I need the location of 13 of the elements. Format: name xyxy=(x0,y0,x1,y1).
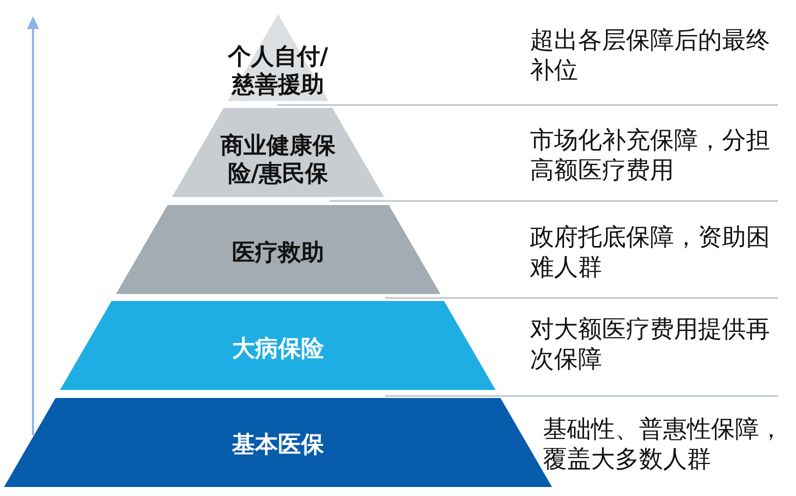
tier-description: 政府托底保障，资助困难人群 xyxy=(530,222,771,282)
pyramid-tier xyxy=(60,301,496,390)
tier-description: 市场化补充保障，分担高额医疗费用 xyxy=(530,125,771,185)
tier-label: 大病保险 xyxy=(230,335,325,363)
tier-label: 医疗救助 xyxy=(230,239,325,267)
tier-label: 基本医保 xyxy=(231,431,325,459)
tier-description: 超出各层保障后的最终补位 xyxy=(530,25,771,85)
tier-label: 商业健康保险/惠民保 xyxy=(219,132,336,188)
tier-description: 基础性、普惠性保障，覆盖大多数人群 xyxy=(543,414,784,474)
tier-label: 个人自付/慈善援助 xyxy=(226,43,330,99)
tier-description: 对大额医疗费用提供再次保障 xyxy=(530,314,771,374)
pyramid-tier xyxy=(116,205,440,294)
pyramid-tier xyxy=(172,108,384,197)
